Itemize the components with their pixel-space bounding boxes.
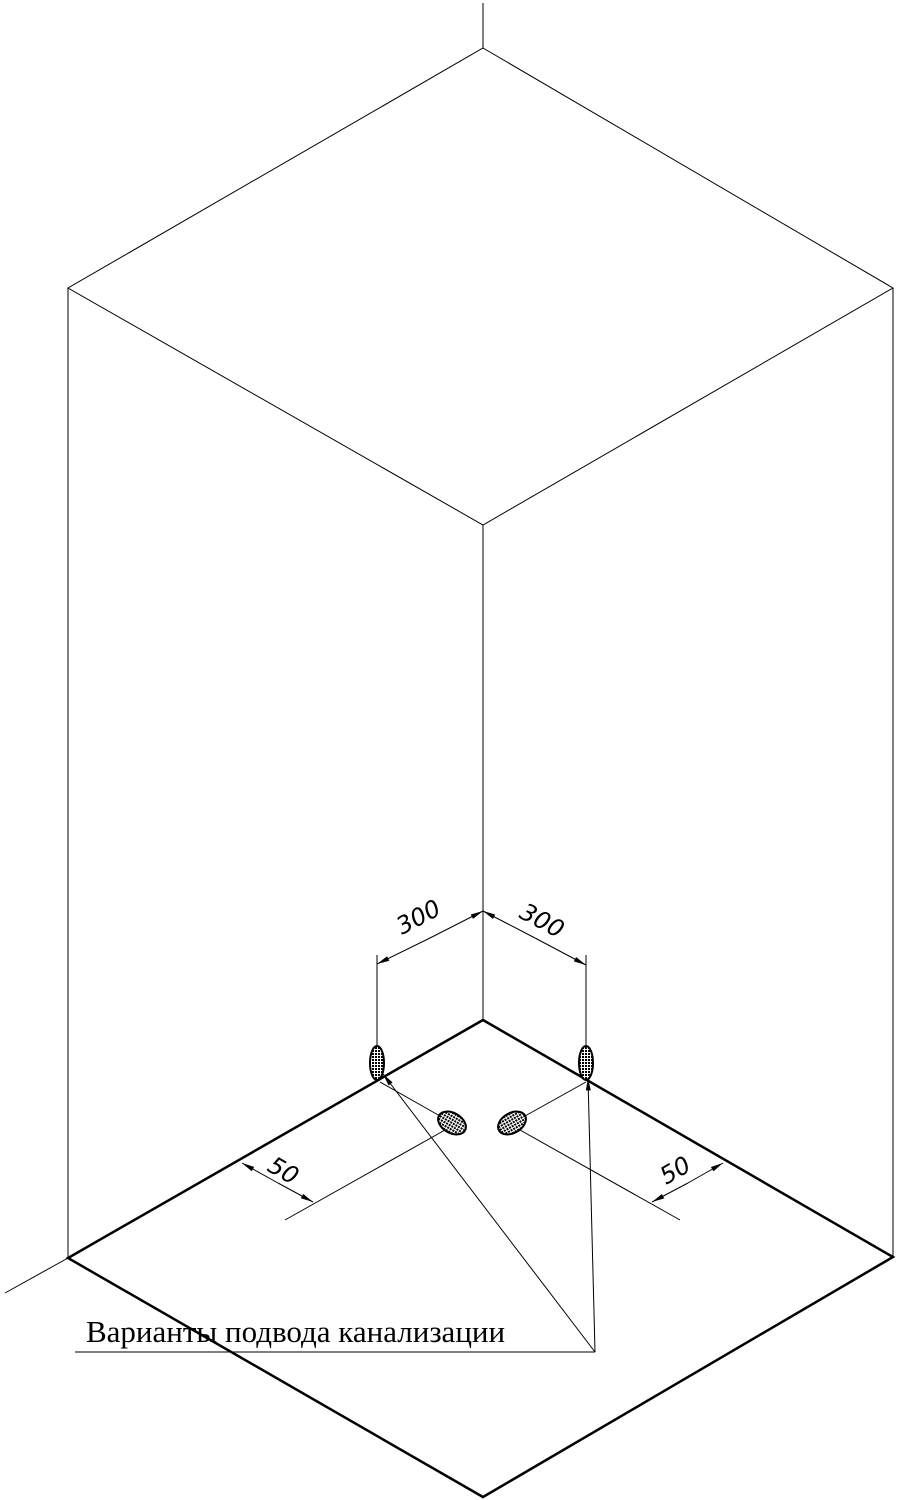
drain-options-caption: Варианты подвода канализации <box>86 1314 505 1349</box>
svg-text:50: 50 <box>263 1151 303 1191</box>
drain-hole-right-wall <box>578 1045 594 1081</box>
floor-outline <box>65 1018 896 1499</box>
svg-text:300: 300 <box>515 898 569 944</box>
drain-hole-floor-right <box>497 1110 527 1136</box>
dimension-300-right: 300 <box>482 898 587 1050</box>
enclosure-outline <box>4 3 894 1294</box>
svg-text:50: 50 <box>655 1151 695 1191</box>
leader-lines <box>75 1073 596 1353</box>
drain-hole-floor-left <box>437 1110 467 1136</box>
drain-holes <box>369 1045 594 1136</box>
drain-hole-left-wall <box>369 1045 385 1081</box>
dimension-50-left: 50 <box>241 1081 446 1221</box>
dimension-50-right: 50 <box>519 1081 724 1221</box>
svg-text:300: 300 <box>392 894 446 940</box>
dimension-300-left: 300 <box>376 894 484 1050</box>
